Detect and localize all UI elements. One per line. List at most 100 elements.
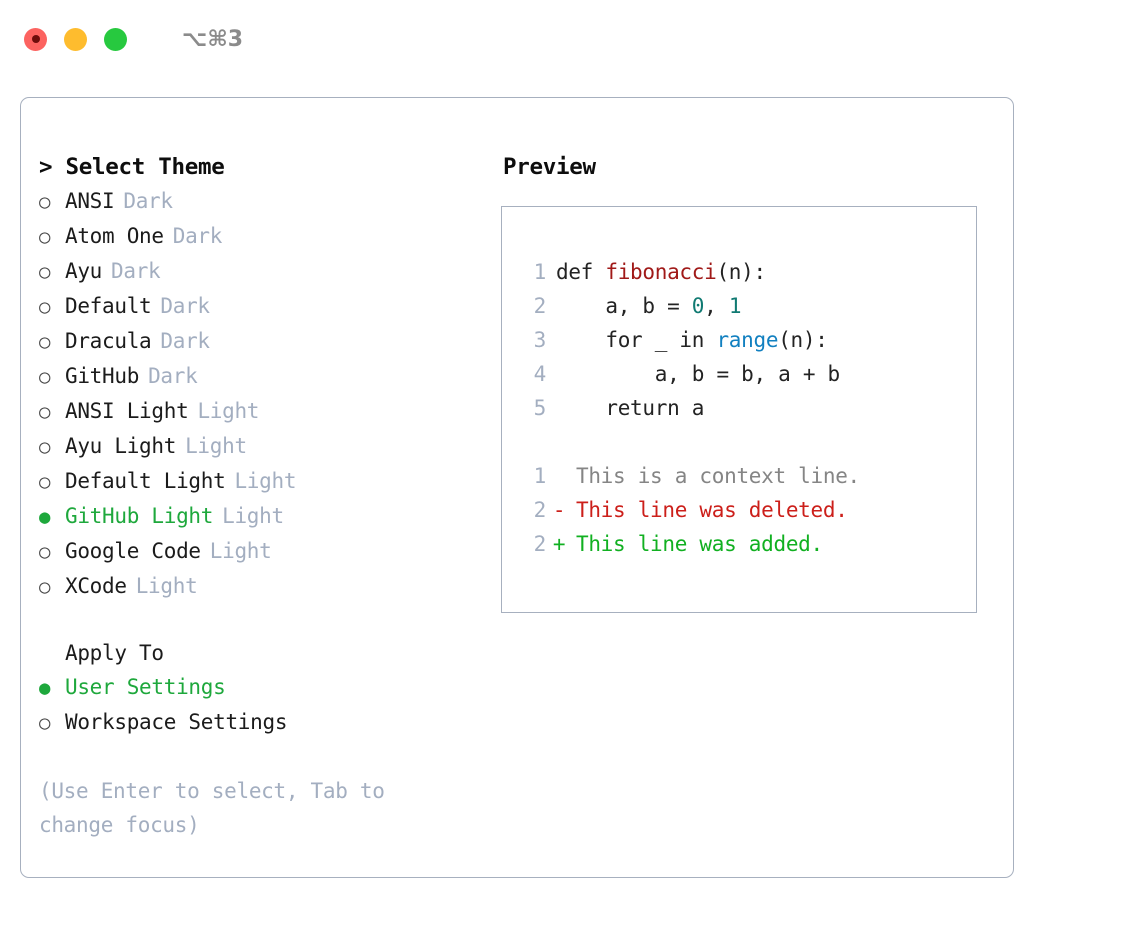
apply-to-heading: Apply To — [39, 636, 501, 670]
theme-name: ANSI — [65, 189, 115, 213]
line-number: 4 — [533, 362, 547, 386]
apply-to-item-label: User Settings — [65, 675, 226, 699]
code-token: fibonacci — [605, 260, 717, 284]
radio-unselected-icon: ○ — [39, 191, 51, 213]
diff-text: This line was deleted. — [576, 498, 848, 522]
code-text: for _ in range(n): — [546, 323, 828, 357]
code-token: for _ in — [556, 328, 717, 352]
apply-to-list[interactable]: ●User Settings ○ Workspace Settings — [39, 670, 501, 740]
code-line: 5 return a — [502, 391, 976, 425]
diff-marker — [546, 459, 572, 493]
line-number: 2 — [533, 498, 547, 522]
code-line: 2 a, b = 0, 1 — [502, 289, 976, 323]
theme-list-item[interactable]: ○ Atom One Dark — [39, 219, 501, 254]
radio-unselected-icon: ○ — [39, 471, 51, 493]
radio-unselected-icon: ○ — [39, 401, 51, 423]
diff-text: This is a context line. — [576, 464, 860, 488]
recording-indicator-icon — [31, 35, 40, 43]
code-text: a, b = b, a + b — [546, 357, 840, 391]
code-token: a, b = — [556, 294, 692, 318]
close-button[interactable] — [24, 27, 47, 51]
radio-unselected-icon: ○ — [39, 541, 51, 563]
line-number: 3 — [533, 328, 547, 352]
theme-name: ANSI Light — [65, 399, 189, 423]
theme-list-item[interactable]: ○ ANSI Dark — [39, 184, 501, 219]
code-token: (n): — [716, 260, 766, 284]
radio-unselected-icon: ○ — [39, 366, 51, 388]
code-token: 1 — [728, 294, 742, 318]
theme-variant-tag: Light — [197, 399, 260, 423]
radio-unselected-icon: ○ — [39, 712, 51, 734]
maximize-button[interactable] — [104, 27, 127, 51]
theme-name: Default — [65, 294, 152, 318]
theme-variant-tag: Light — [209, 539, 272, 563]
theme-name: GitHub — [65, 364, 140, 388]
theme-name: Atom One — [65, 224, 164, 248]
code-token: range — [716, 328, 779, 352]
keyboard-hint: (Use Enter to select, Tab to change focu… — [39, 779, 385, 837]
title-bar: ⌥⌘3 — [0, 0, 1140, 78]
code-token: (n): — [778, 328, 828, 352]
code-token: , — [704, 294, 729, 318]
theme-variant-tag: Light — [135, 574, 198, 598]
theme-name: Ayu — [65, 259, 103, 283]
theme-list-item[interactable]: ○ ANSI Light Light — [39, 394, 501, 429]
window-controls — [24, 27, 127, 51]
code-token: def — [556, 260, 606, 284]
radio-unselected-icon: ○ — [39, 576, 51, 598]
apply-to-item[interactable]: ○ Workspace Settings — [39, 705, 501, 740]
theme-variant-tag: Dark — [172, 224, 223, 248]
minimize-button[interactable] — [64, 27, 87, 51]
radio-unselected-icon: ○ — [39, 226, 51, 248]
theme-variant-tag: Dark — [160, 329, 210, 353]
code-text: def fibonacci(n): — [546, 255, 766, 289]
theme-name: XCode — [65, 574, 127, 598]
theme-variant-tag: Dark — [148, 364, 198, 388]
theme-name: Ayu Light — [65, 434, 177, 458]
code-token: a, b = b, a + b — [556, 362, 840, 386]
line-number: 1 — [533, 260, 547, 284]
theme-list-item[interactable]: ○ Ayu Light Light — [39, 429, 501, 464]
radio-unselected-icon: ○ — [39, 331, 51, 353]
theme-variant-tag: Light — [185, 434, 247, 458]
diff-line: 2+This line was added. — [502, 527, 976, 561]
apply-to-label: Apply To — [65, 641, 164, 665]
code-text: return a — [546, 391, 704, 425]
line-number: 5 — [533, 396, 547, 420]
radio-unselected-icon: ○ — [39, 436, 51, 458]
radio-unselected-icon: ○ — [39, 296, 51, 318]
apply-to-item[interactable]: ●User Settings — [39, 670, 501, 705]
theme-variant-tag: Dark — [111, 259, 161, 283]
code-text: a, b = 0, 1 — [546, 289, 741, 323]
theme-list-item[interactable]: ○ Ayu Dark — [39, 254, 501, 289]
line-number: 2 — [533, 294, 547, 318]
theme-variant-tag: Dark — [123, 189, 173, 213]
preview-title: Preview — [503, 154, 596, 180]
theme-list-item[interactable]: ○ GitHub Dark — [39, 359, 501, 394]
theme-list-item[interactable]: ○ Google Code Light — [39, 534, 501, 569]
diff-marker: + — [552, 532, 566, 556]
code-token: return a — [556, 396, 705, 420]
line-number: 2 — [533, 532, 547, 556]
code-line: 4 a, b = b, a + b — [502, 357, 976, 391]
theme-name: Google Code — [65, 539, 201, 563]
line-number: 1 — [533, 464, 547, 488]
radio-unselected-icon: ○ — [39, 261, 51, 283]
diff-sample: 1 This is a context line.2-This line was… — [502, 459, 976, 561]
theme-name: GitHub Light — [65, 504, 214, 528]
theme-list-item[interactable]: ○ XCode Light — [39, 569, 501, 604]
keyboard-shortcut-label: ⌥⌘3 — [182, 26, 244, 52]
apply-to-item-label: Workspace Settings — [65, 710, 288, 734]
